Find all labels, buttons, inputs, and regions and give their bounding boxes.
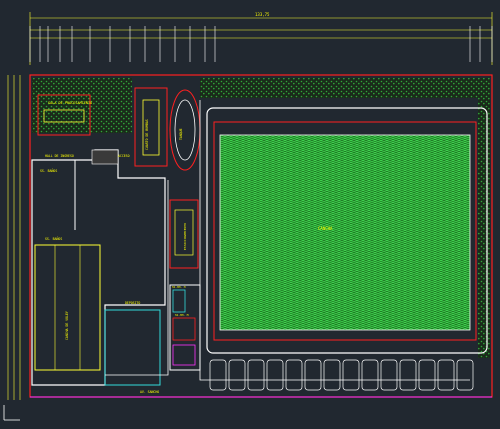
entrance-step <box>91 149 119 165</box>
parking-bay <box>361 359 379 391</box>
wc-men-label: SS.HH. H <box>172 285 186 289</box>
wc-men[interactable] <box>172 289 186 313</box>
storage-room[interactable] <box>104 309 161 386</box>
ucs-icon <box>3 405 20 421</box>
process-room[interactable] <box>37 94 91 136</box>
building-walls <box>31 149 166 386</box>
left-dimension-lines <box>7 75 21 400</box>
tank-outer[interactable] <box>169 89 201 171</box>
parking-bay <box>285 359 303 391</box>
parking-bay <box>437 359 455 391</box>
top-total-dimension: 133,75 <box>255 12 270 17</box>
storage-label: DEPOSITO <box>125 301 140 305</box>
process-room-label: SALA DE PROCESAMIENTO <box>48 101 92 105</box>
parking-bay <box>228 359 246 391</box>
parking-bay <box>418 359 436 391</box>
hedge-top-right <box>200 78 490 98</box>
field-track <box>213 121 477 341</box>
wc-women-label: SS.HH. M <box>175 313 189 317</box>
parking-bay <box>456 359 474 391</box>
tank-inner <box>174 99 196 161</box>
hedge-top-left <box>32 78 132 133</box>
pump-room-label: CUARTO DE BOMBAS <box>145 119 149 150</box>
parking-bay <box>399 359 417 391</box>
room-b-label: SS. BAÑOS <box>45 236 62 241</box>
field-label: CANCHA <box>318 226 333 231</box>
field-grass[interactable] <box>219 134 471 331</box>
process-equipment <box>43 109 85 123</box>
pool-side-label: CANCHA DE VOLEY <box>65 311 69 340</box>
street-label: AV. SANCHO <box>140 390 159 394</box>
wc-extra <box>172 344 196 366</box>
field-outer-wall <box>206 107 488 354</box>
access-label: ACCESO <box>118 154 130 158</box>
parking-bay <box>209 359 227 391</box>
hall-label: HALL DE INGRESO <box>45 154 74 158</box>
wc-women[interactable] <box>172 317 196 341</box>
parking-row <box>209 359 474 391</box>
perimeter-walkway <box>105 100 470 381</box>
middle-room-upper[interactable] <box>169 199 199 269</box>
parking-bay <box>342 359 360 391</box>
parking-bay <box>304 359 322 391</box>
middle-room-inner <box>174 209 194 256</box>
hedge-right <box>478 98 490 358</box>
parking-bay <box>323 359 341 391</box>
pool-side-area[interactable] <box>34 244 101 371</box>
room-a-label: SS. BAÑOS <box>40 168 57 173</box>
parking-bay <box>247 359 265 391</box>
top-dimension-lines <box>29 12 493 65</box>
pump-equipment <box>142 99 160 156</box>
pump-room[interactable] <box>134 87 168 167</box>
tank-label: TANQUE <box>179 128 183 140</box>
dimension-ticks <box>29 26 493 62</box>
parking-bay <box>266 359 284 391</box>
parking-bay <box>380 359 398 391</box>
parking-label: ESTACIONAMIENTO <box>183 223 187 250</box>
